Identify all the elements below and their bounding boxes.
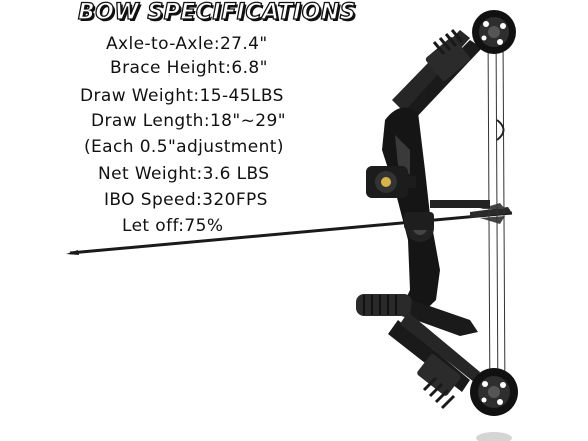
specifications-title: BOW SPECIFICATIONS — [77, 0, 357, 26]
spec-let-off: Let off:75% — [122, 216, 224, 236]
spec-draw-weight: Draw Weight:15-45LBS — [80, 86, 284, 106]
spec-net-weight: Net Weight:3.6 LBS — [98, 164, 270, 184]
spec-axle-to-axle: Axle-to-Axle:27.4" — [106, 34, 268, 54]
spec-draw-length: Draw Length:18"~29" — [91, 111, 286, 131]
spec-ibo-speed: IBO Speed:320FPS — [104, 190, 268, 210]
bow-strings — [487, 27, 506, 413]
upper-cam — [472, 10, 516, 54]
stabilizer — [356, 294, 478, 336]
lower-limb — [388, 312, 480, 410]
arrow-rest — [404, 200, 490, 230]
upper-limb — [392, 29, 482, 122]
spec-brace-height: Brace Height:6.8" — [110, 58, 268, 78]
bow-sight — [366, 166, 416, 198]
lower-cam — [470, 368, 518, 416]
reflection — [476, 432, 512, 441]
spec-draw-length-adjustment: (Each 0.5"adjustment) — [84, 137, 284, 157]
arrow — [66, 203, 513, 255]
